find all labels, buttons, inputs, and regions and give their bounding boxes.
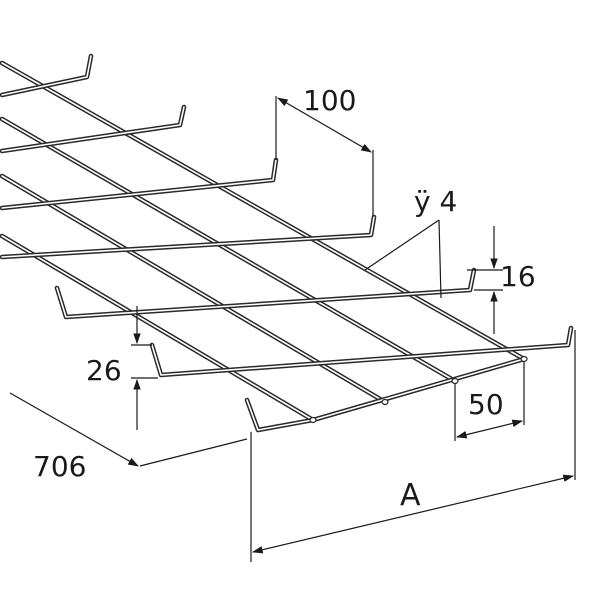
dimension-A: A	[250, 330, 576, 562]
dimension-50: 50	[454, 362, 525, 441]
label-wire-diameter: ÿ 4	[414, 185, 457, 218]
dimension-16: 16	[467, 226, 536, 334]
rod-ends	[309, 355, 528, 424]
label-706: 706	[33, 450, 86, 483]
dimension-706: 706	[9, 392, 248, 483]
dimension-100: 100	[275, 84, 374, 217]
dimension-wire-diameter: ÿ 4	[364, 185, 457, 299]
longitudinal-rods	[0, 60, 527, 423]
label-50: 50	[468, 388, 504, 421]
label-A: A	[400, 478, 421, 513]
label-26: 26	[86, 354, 122, 387]
cross-wires	[0, 53, 574, 433]
label-16: 16	[500, 260, 536, 293]
label-100: 100	[303, 84, 356, 117]
dimension-26: 26	[86, 306, 158, 430]
